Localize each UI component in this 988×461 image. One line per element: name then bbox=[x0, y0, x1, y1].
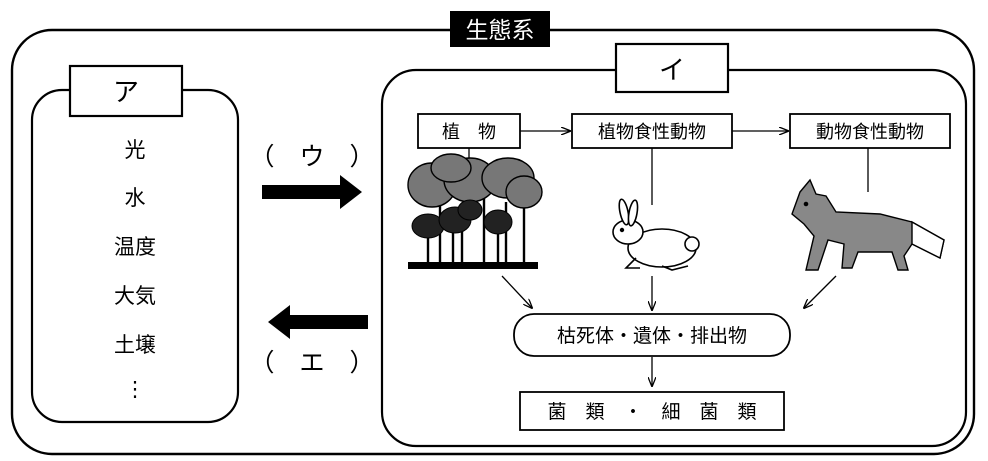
biotic-label: イ bbox=[659, 56, 685, 86]
remains-box bbox=[513, 313, 791, 357]
title: 生態系 bbox=[466, 18, 535, 44]
carnivores-label: 動物食性動物 bbox=[816, 122, 924, 143]
abiotic-item-atmosphere: 大気 bbox=[114, 284, 156, 308]
plants-label: 植 物 bbox=[442, 122, 496, 143]
remains-label: 枯死体・遺体・排出物 bbox=[557, 325, 747, 347]
rabbit-illustration bbox=[612, 198, 700, 271]
abiotic-item-light: 光 bbox=[125, 138, 146, 162]
trees-illustration bbox=[407, 153, 543, 269]
arrow-label-u: （ ウ ） bbox=[249, 142, 374, 171]
abiotic-label: ア bbox=[113, 78, 139, 108]
arrow-plants-to-remains bbox=[501, 275, 532, 308]
abiotic-item-more: ⋮ bbox=[125, 377, 146, 401]
herbivores-label: 植物食性動物 bbox=[598, 122, 706, 143]
abiotic-item-temperature: 温度 bbox=[114, 235, 156, 259]
right-arrow bbox=[262, 175, 362, 209]
arrow-carnivores-to-remains bbox=[804, 275, 837, 308]
fox-illustration bbox=[791, 178, 945, 271]
plants-box bbox=[417, 113, 521, 149]
carnivores-box bbox=[789, 113, 951, 149]
abiotic-label-box bbox=[68, 64, 184, 118]
decomposers-box bbox=[519, 391, 785, 431]
abiotic-item-water: 水 bbox=[125, 186, 146, 210]
title-badge bbox=[450, 11, 550, 47]
arrow-label-e: （ エ ） bbox=[249, 348, 374, 377]
decomposers-label: 菌 類 ・ 細 菌 類 bbox=[547, 401, 756, 423]
biotic-label-box bbox=[614, 42, 730, 94]
abiotic-item-soil: 土壌 bbox=[114, 333, 156, 357]
left-arrow bbox=[268, 305, 368, 339]
